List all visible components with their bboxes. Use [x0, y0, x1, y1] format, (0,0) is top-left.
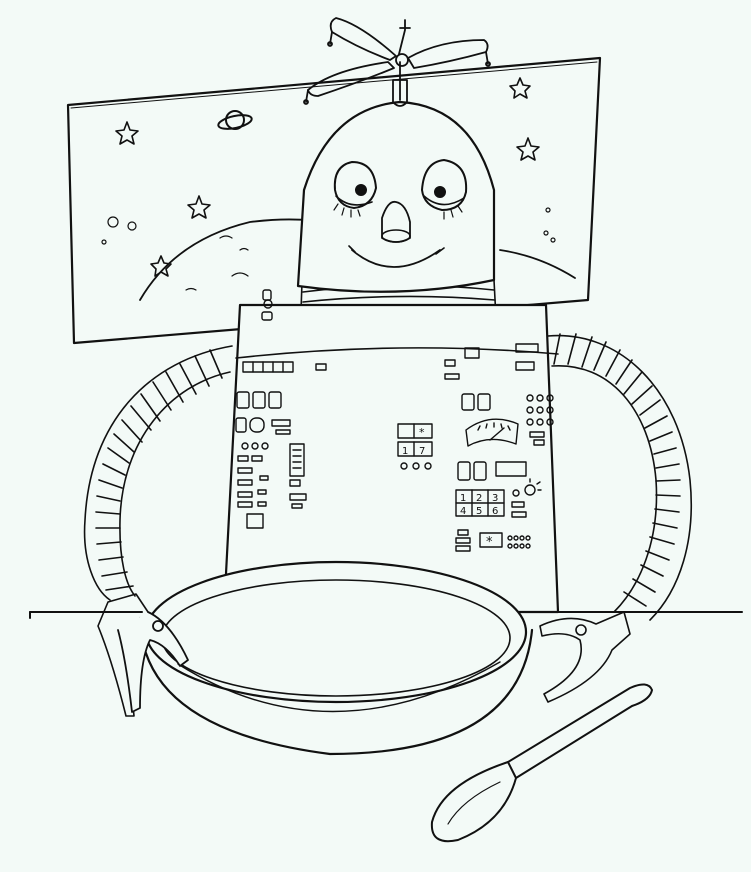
control-panel	[235, 343, 554, 552]
bowl-icon	[138, 560, 534, 756]
right-arm	[539, 333, 693, 703]
robot-body	[222, 289, 560, 614]
table-edge	[29, 611, 743, 619]
left-eye	[333, 161, 377, 218]
gauge-icon	[465, 418, 519, 447]
key-1: 1	[460, 493, 466, 504]
space-window	[66, 56, 602, 345]
key-5: 5	[476, 506, 482, 517]
star-icon	[115, 77, 540, 277]
left-claw-front	[117, 611, 189, 713]
key-6: 6	[492, 506, 498, 517]
key-2: 2	[476, 493, 482, 504]
robot-head	[296, 100, 496, 293]
key-7-left: 7	[419, 446, 425, 457]
key-4: 4	[460, 506, 466, 517]
right-claw	[539, 611, 631, 703]
keypad-labels: * 1 7 1 2 3 4 5 6 *	[402, 426, 498, 550]
key-1-left: 1	[402, 446, 408, 457]
planet-icon	[217, 110, 253, 130]
spoon-icon	[430, 683, 653, 843]
robot-smile	[351, 249, 441, 268]
right-eye	[421, 159, 468, 220]
key-3: 3	[492, 493, 498, 504]
crater-dots	[101, 207, 556, 245]
propeller-icon	[303, 17, 491, 107]
key-star-top: *	[419, 426, 425, 439]
key-star-bottom: *	[486, 535, 493, 550]
